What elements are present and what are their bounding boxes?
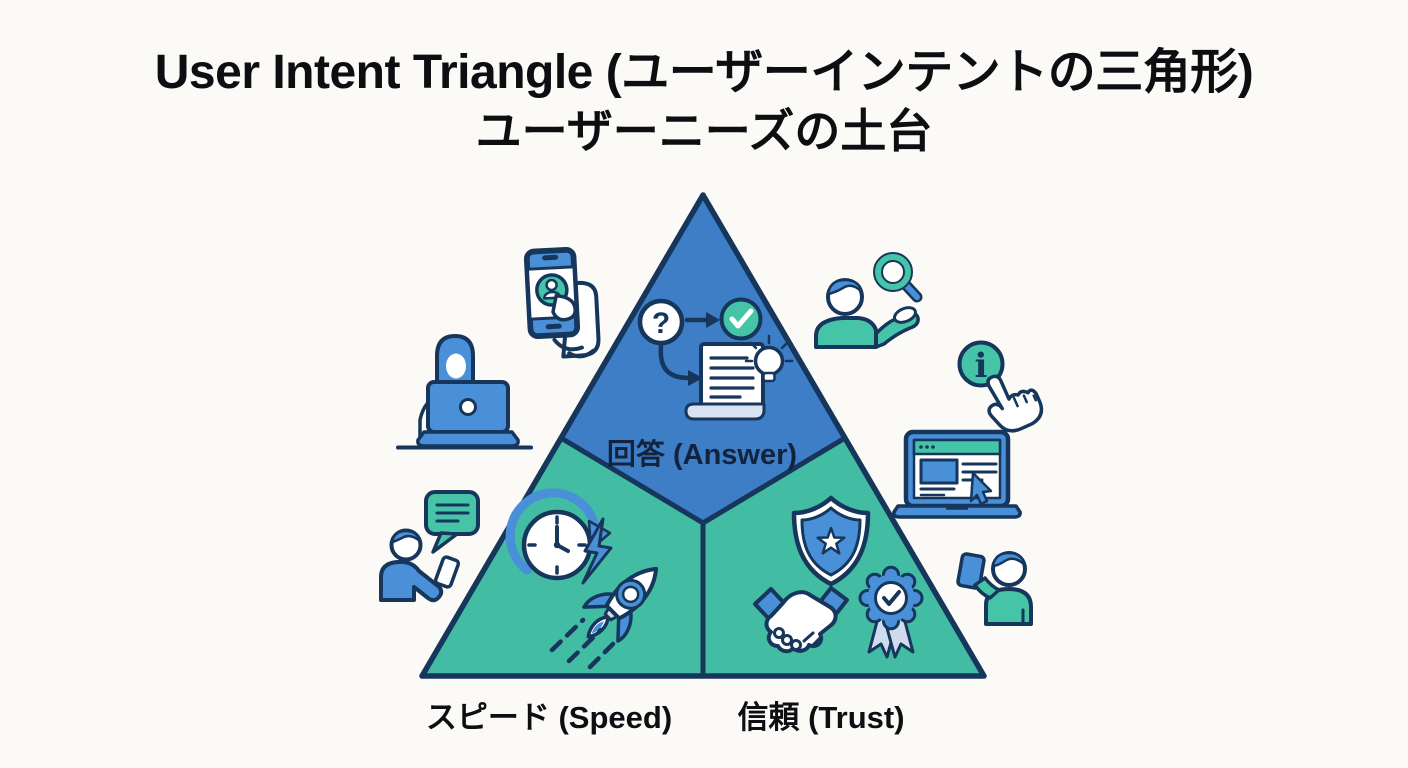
answer-section-label: 回答 (Answer) (606, 439, 798, 471)
info-glyph: i (975, 346, 988, 386)
person-holding-phone-icon (956, 551, 1033, 626)
browser-laptop-icon (892, 429, 1022, 519)
person-at-laptop-icon (396, 334, 533, 450)
award-ribbon-icon (858, 565, 924, 659)
pointer-hand-icon (986, 374, 1044, 433)
page-title: User Intent Triangle (ユーザーインテントの三角形) ユーザ… (0, 44, 1408, 159)
lightbulb-icon (744, 334, 794, 383)
question-circle-icon (637, 298, 685, 346)
magnifier-icon (873, 252, 923, 303)
speed-clock-icon (505, 488, 613, 585)
lightning-icon (581, 517, 613, 585)
shield-star-icon (791, 495, 871, 587)
curved-arrow-icon (658, 343, 692, 381)
speed-section-label: スピード (Speed) (425, 700, 673, 735)
cursor-arrow-icon (969, 471, 993, 506)
triangle-outline (419, 192, 987, 679)
page-title-line2: ユーザーニーズの土台 (475, 104, 933, 157)
trust-section-label: 信頼 (Trust) (737, 700, 905, 735)
smartphone-in-hand-icon (523, 246, 601, 359)
person-with-chat-bubble-icon (379, 490, 480, 603)
page-title-line1: User Intent Triangle (ユーザーインテントの三角形) (154, 46, 1254, 99)
info-button-icon: i (957, 340, 1005, 388)
handshake-icon (753, 586, 849, 654)
rocket-speed-lines (549, 617, 616, 670)
question-glyph: ? (652, 307, 670, 340)
question-to-answer-icon: ? (637, 297, 794, 421)
rocket-icon (582, 566, 659, 643)
person-searching-icon (814, 278, 920, 349)
